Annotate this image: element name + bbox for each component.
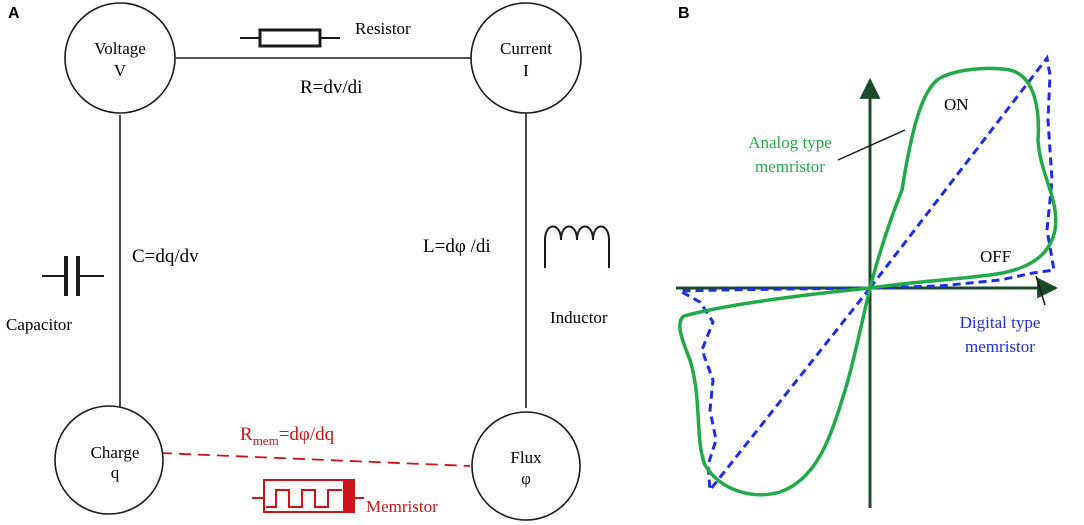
analog-label-line2: memristor	[755, 157, 825, 176]
memristor-equation: Rmem=dφ/dq	[240, 424, 335, 448]
charge-node: Charge q	[54, 405, 164, 515]
on-label: ON	[944, 95, 969, 114]
flux-node-symbol: φ	[521, 469, 531, 488]
analog-pointer-line	[837, 129, 906, 161]
charge-node-symbol: q	[111, 463, 120, 482]
current-node: Current I	[470, 2, 582, 114]
analog-label-line1: Analog type	[748, 133, 832, 152]
flux-node-name: Flux	[510, 448, 542, 467]
charge-flux-dashed-line	[159, 452, 471, 467]
digital-label-line1: Digital type	[960, 313, 1041, 332]
voltage-node: Voltage V	[64, 2, 176, 114]
resistor-label: Resistor	[355, 19, 411, 38]
flux-node: Flux φ	[471, 411, 581, 521]
inductor-label: Inductor	[550, 308, 608, 327]
current-node-symbol: I	[523, 61, 529, 80]
voltage-node-name: Voltage	[94, 39, 146, 58]
panel-a-label: A	[8, 5, 20, 22]
off-label: OFF	[980, 247, 1011, 266]
resistor-icon	[240, 28, 340, 48]
charge-node-name: Charge	[91, 443, 140, 462]
inductor-equation: L=dφ /di	[423, 236, 491, 257]
digital-label-line2: memristor	[965, 337, 1035, 356]
current-node-name: Current	[500, 39, 552, 58]
analog-memristor-curve	[678, 66, 1058, 497]
panel-b-label: B	[678, 5, 690, 22]
memristor-icon	[252, 479, 364, 513]
inductor-icon	[544, 225, 610, 268]
memristor-label: Memristor	[366, 497, 438, 516]
digital-pointer-line	[1035, 275, 1046, 306]
capacitor-label: Capacitor	[6, 315, 72, 334]
capacitor-icon	[42, 256, 104, 296]
voltage-node-symbol: V	[114, 61, 127, 80]
capacitor-equation: C=dq/dv	[132, 246, 199, 267]
resistor-equation: R=dv/di	[300, 77, 362, 98]
digital-memristor-curve	[674, 54, 1056, 494]
